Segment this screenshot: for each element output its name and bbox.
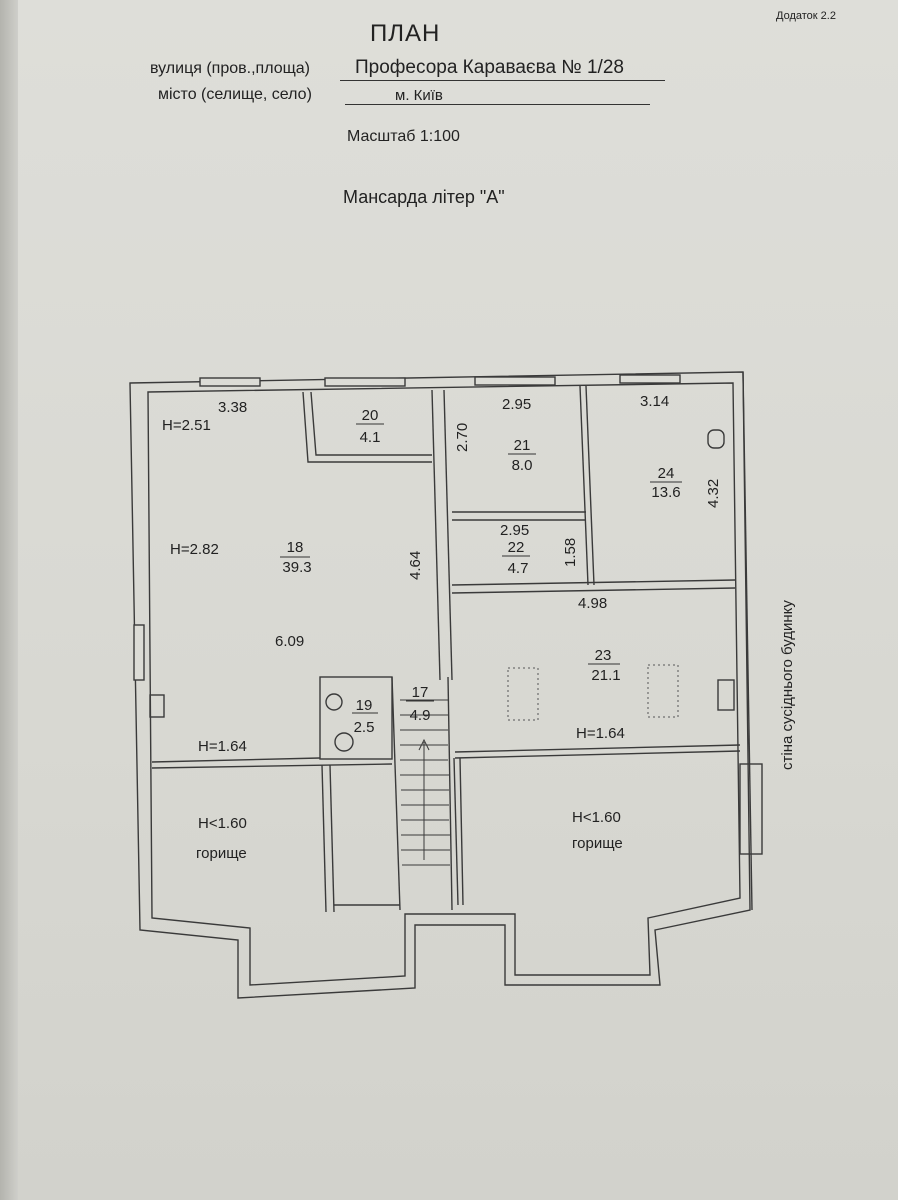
dimension: 6.09 [275,633,304,650]
window [474,376,556,386]
appendix-label: Додаток 2.2 [776,10,836,22]
attic-label: горище [196,845,247,862]
room-area: 8.0 [512,457,533,474]
dimension: 3.38 [218,399,247,416]
stair-steps [400,699,450,866]
ceiling-height: H=2.51 [162,417,211,434]
street-value: Професора Караваєва № 1/28 [355,57,624,78]
room-number: 21 [514,437,531,454]
chimney [717,679,735,711]
room-20-walls [302,391,432,463]
inner-wall-outline [147,382,741,986]
partition-wall [454,744,741,753]
outer-wall-outline [129,371,751,999]
stair-wall [447,676,453,911]
room-area: 4.1 [360,429,381,446]
ceiling-height: H<1.60 [198,815,247,832]
window [324,377,406,387]
sink-fixture [325,693,343,711]
room-number: 22 [508,539,525,556]
room-number: 19 [356,697,373,714]
toilet-fixture [334,732,354,752]
page-title: ПЛАН [370,20,441,47]
ceiling-height: H=2.82 [170,541,219,558]
room-area: 4.7 [508,560,529,577]
room-number: 18 [287,539,304,556]
neighbour-wall-label: стіна сусіднього будинку [779,600,796,770]
stair-wall [391,676,401,911]
room-area: 4.9 [410,707,431,724]
city-value: м. Київ [395,87,443,104]
window [199,377,261,387]
window [619,374,681,384]
room-area: 13.6 [651,484,680,501]
room-area: 21.1 [591,667,620,684]
partition-wall [151,763,393,769]
skylights [507,664,679,721]
room-area: 2.5 [354,719,375,736]
city-label: місто (селище, село) [158,86,312,103]
ceiling-height: H=1.64 [576,725,625,742]
dimension: 2.95 [502,396,531,413]
binding-edge [0,0,18,1200]
partition-wall [329,764,335,913]
document-sheet [18,0,898,1200]
floor-title: Мансарда літер "А" [343,187,505,207]
city-underline [345,104,650,105]
partition-wall [579,385,589,586]
ceiling-height: H<1.60 [572,809,621,826]
boiler-fixture [707,429,725,449]
partition-wall [451,579,736,586]
window [133,624,145,681]
dimension: 2.95 [500,522,529,539]
partition-wall [459,757,464,906]
street-label: вулиця (пров.,площа) [150,60,310,77]
dimension: 1.58 [562,538,579,567]
dimension: 2.70 [454,423,471,452]
room-20-walls [310,391,432,456]
ceiling-height: H=1.64 [198,738,247,755]
partition-wall [443,389,453,681]
chimney [149,694,165,718]
scale-label: Масштаб 1:100 [347,128,460,145]
partition-wall [454,750,741,759]
partition-wall [431,389,441,681]
room-number: 20 [362,407,379,424]
partition-wall [451,587,736,594]
dimension: 4.98 [578,595,607,612]
attic-label: горище [572,835,623,852]
dimension: 4.64 [407,551,424,580]
room-19-walls [319,676,393,760]
room-area: 39.3 [282,559,311,576]
street-underline [340,80,665,81]
neighbour-wall-line [742,371,753,911]
dimension: 4.32 [705,479,722,508]
dimension: 3.14 [640,393,669,410]
partition-wall [151,757,321,763]
partition-wall [585,385,595,586]
room-number: 24 [658,465,675,482]
room-number: 23 [595,647,612,664]
partition-wall [321,764,327,913]
room-number: 17 [412,684,429,701]
partition-wall [453,757,459,906]
